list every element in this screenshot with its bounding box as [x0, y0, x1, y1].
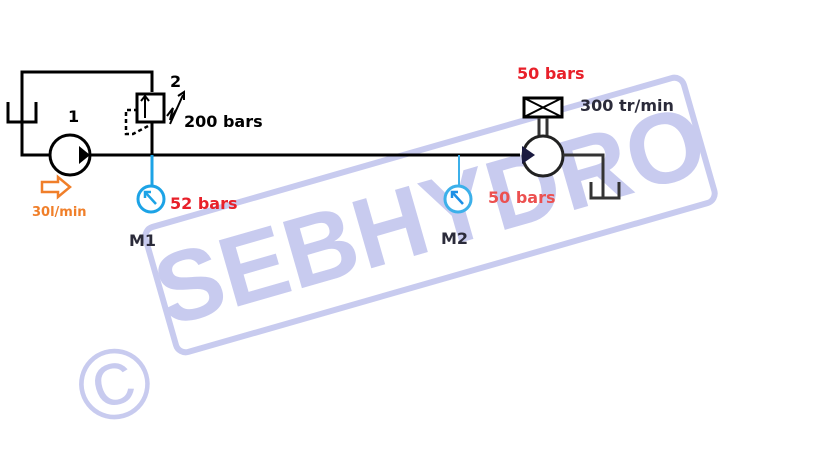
- return-line: [20, 70, 154, 122]
- flow-arrow-icon: [40, 174, 72, 200]
- motor-speed: 300 tr/min: [580, 96, 674, 115]
- motor-return-line: [563, 153, 605, 198]
- pump-number: 1: [68, 107, 79, 126]
- suction-line: [20, 122, 50, 157]
- valve-number: 2: [170, 72, 181, 91]
- watermark-copyright: ©: [64, 321, 166, 449]
- motor-load-pressure: 50 bars: [517, 64, 585, 83]
- pump-flow: 30l/min: [32, 205, 87, 220]
- gauge-m1: [136, 155, 166, 214]
- m2-reading: 50 bars: [488, 188, 556, 207]
- gauge-m2: [443, 155, 473, 214]
- m1-label: M1: [129, 231, 156, 250]
- pump-symbol: [48, 133, 92, 177]
- valve-setting: 200 bars: [184, 112, 263, 131]
- m1-reading: 52 bars: [170, 194, 238, 213]
- watermark: SEBHYDRO ©: [64, 74, 718, 449]
- tank-right: [589, 182, 621, 200]
- m2-label: M2: [441, 229, 468, 248]
- relief-valve-symbol: [124, 90, 185, 136]
